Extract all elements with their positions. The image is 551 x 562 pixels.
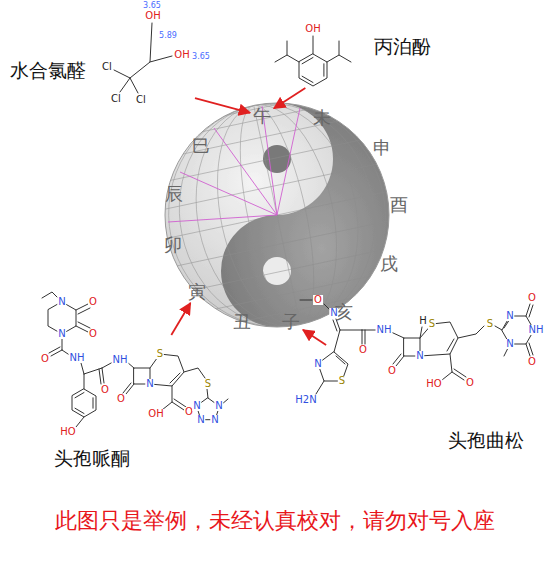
earthly-branch: 辰: [165, 185, 183, 203]
atom-label: S: [486, 319, 494, 329]
earthly-branch: 未: [313, 109, 331, 127]
atom-label: N: [505, 339, 514, 349]
branch-label-box: 酉: [387, 194, 411, 216]
atom-label: S: [428, 319, 436, 329]
earthly-branch: 申: [373, 139, 391, 157]
atom-label: N: [415, 351, 424, 361]
compound-name: 丙泊酚: [374, 37, 431, 56]
atom-label: OH: [304, 24, 321, 34]
branch-label-box: 戌: [377, 253, 401, 275]
reaction-arrow: [195, 98, 250, 113]
branch-label-box: 巳: [189, 135, 213, 157]
atom-label: OH: [147, 409, 164, 419]
atom-label: S: [338, 376, 346, 386]
atom-label: HO: [59, 427, 76, 437]
branch-label-box: 子: [279, 311, 303, 333]
molecules: [42, 23, 534, 427]
atom-label: N: [145, 379, 154, 389]
atom-label: N: [329, 308, 338, 318]
earthly-branch: 酉: [390, 196, 408, 214]
pink-rays: [168, 106, 300, 222]
compound-name: 头孢曲松: [448, 431, 524, 450]
atom-label: N: [57, 297, 66, 307]
atom-label: O: [100, 385, 110, 395]
reaction-arrow: [171, 303, 190, 335]
atom-label: O: [387, 366, 397, 376]
atom-label: NH: [69, 353, 86, 363]
atom-label: N: [505, 311, 514, 321]
compound-group: 头孢曲松: [295, 345, 548, 470]
reaction-arrow: [303, 330, 326, 345]
branch-label-box: 辰: [162, 183, 186, 205]
ceftriaxone-structure: [300, 300, 534, 394]
globe-outline: [165, 103, 389, 327]
earthly-branch: 丑: [233, 313, 251, 331]
atom-label: NH: [112, 355, 129, 365]
disclaimer-note: 此图只是举例，未经认真校对，请勿对号入座: [54, 510, 496, 532]
branch-label-box: 午: [250, 105, 274, 127]
reaction-arrow: [274, 88, 305, 108]
atom-label: O: [40, 354, 50, 364]
compound-group: 水合氯醛: [5, 40, 195, 105]
earthly-branch: 巳: [192, 137, 210, 155]
atom-label: N: [196, 415, 205, 425]
atom-label: N: [57, 329, 66, 339]
atom-label: O: [88, 329, 98, 339]
atom-label: O: [116, 394, 126, 404]
atom-label: Cl: [101, 62, 113, 72]
atom-label: S: [204, 379, 212, 389]
earthly-branch: 子: [282, 313, 300, 331]
atom-label: N: [192, 401, 201, 411]
atom-label: N: [313, 359, 322, 369]
atom-label: N: [214, 401, 223, 411]
atom-label: NH: [376, 325, 393, 335]
atom-label: HO: [425, 379, 442, 389]
atom-label: 3.65: [191, 53, 211, 61]
propofol-structure: [275, 36, 351, 86]
branch-label-box: 申: [370, 137, 394, 159]
atom-label: H: [418, 316, 428, 326]
branch-label-box: 寅: [185, 281, 209, 303]
atom-label: N: [210, 415, 219, 425]
atom-label: O: [527, 357, 537, 367]
atom-label: O: [313, 295, 323, 305]
atom-label: O: [527, 293, 537, 303]
atom-label: 5.89: [158, 32, 178, 40]
atom-label: O: [358, 345, 368, 355]
earthly-branch: 卯: [164, 236, 182, 254]
earthly-branch: 午: [253, 107, 271, 125]
globe-grid: [144, 82, 410, 348]
atom-label: OH: [144, 11, 161, 21]
atom-label: H2N: [294, 395, 317, 405]
earthly-branch: 戌: [380, 255, 398, 273]
atom-label: Cl: [135, 95, 147, 105]
atom-label: S: [156, 349, 164, 359]
earthly-branch: 寅: [188, 283, 206, 301]
atom-label: NH: [528, 325, 545, 335]
branch-label-box: 未: [310, 107, 334, 129]
atom-label: OH: [173, 50, 190, 60]
branch-label-box: 丑: [230, 311, 254, 333]
atom-label: O: [88, 297, 98, 307]
compound-group: 丙泊酚: [268, 20, 448, 88]
atom-label: Cl: [110, 94, 122, 104]
atom-label: O: [465, 378, 475, 388]
compound-name: 水合氯醛: [10, 61, 86, 80]
cefoperazone-structure: [42, 292, 228, 427]
atom-label: 3.65: [142, 2, 162, 10]
branch-label-box: 卯: [161, 234, 185, 256]
compound-name: 头孢哌酮: [54, 449, 130, 468]
yin-yang-globe: [144, 82, 410, 348]
